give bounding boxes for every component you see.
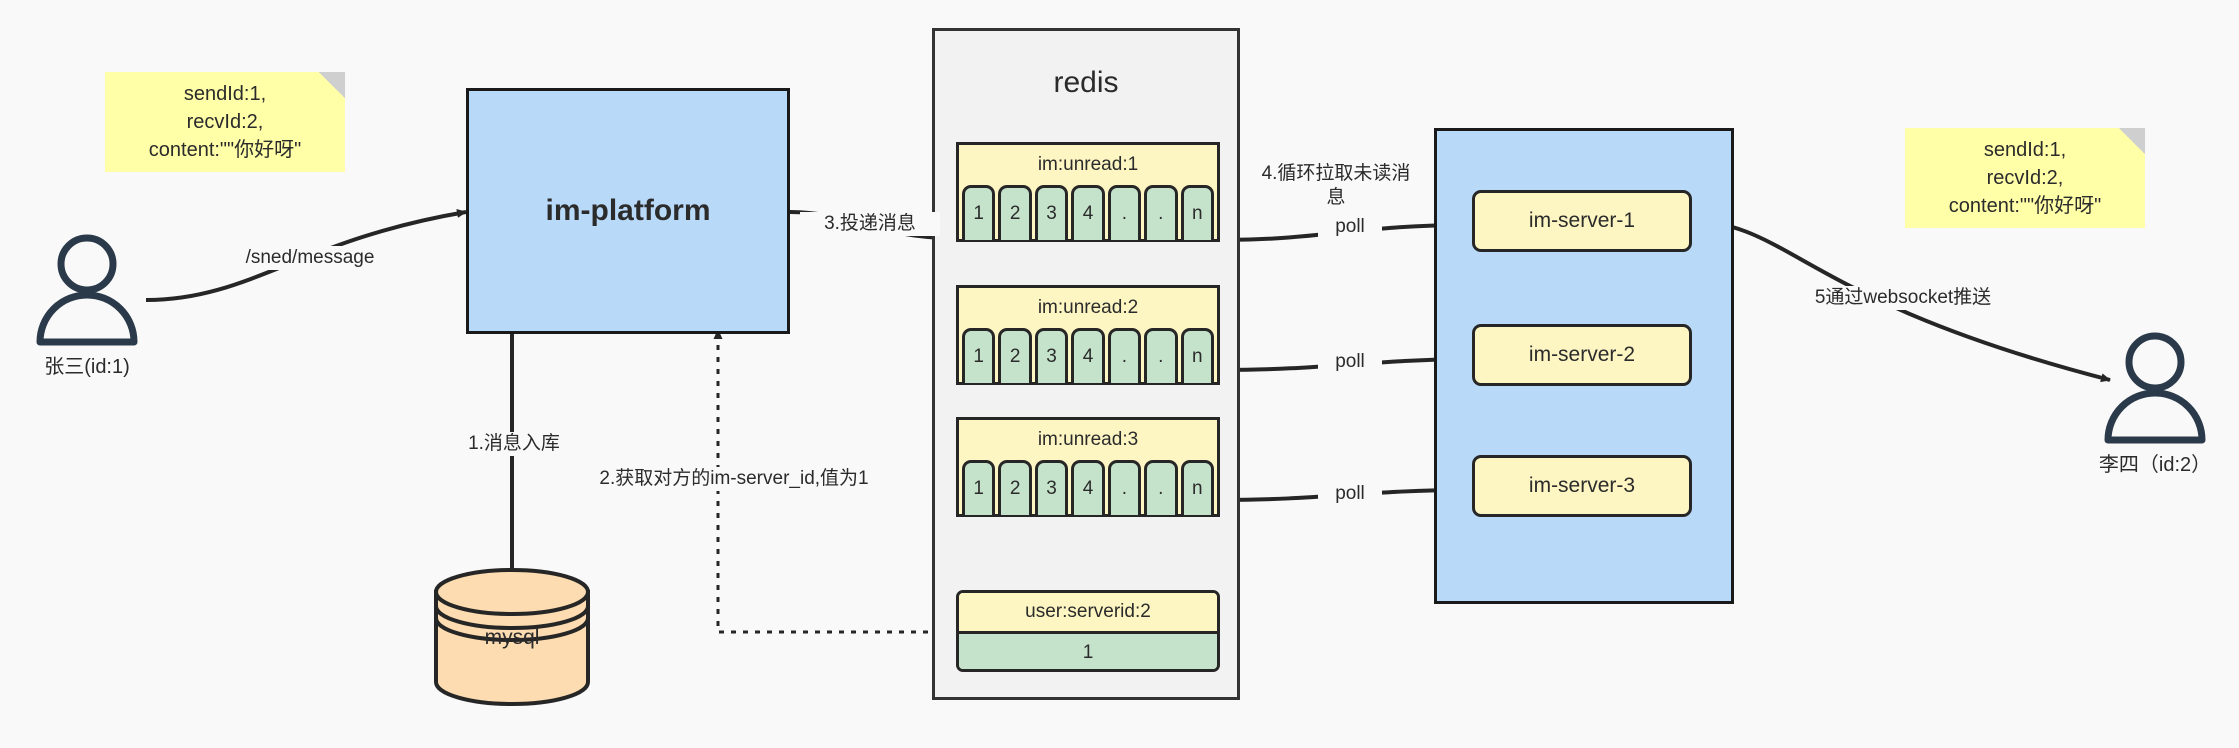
actor-sender: 张三(id:1) [22, 232, 152, 382]
redis-kv-box: user:serverid:2 1 [956, 590, 1220, 672]
note-right: sendId:1, recvId:2, content:""你好呀" [1905, 128, 2145, 228]
edge-label-step2: 2.获取对方的im-server_id,值为1 [572, 467, 896, 491]
queue-cell: . [1107, 460, 1142, 515]
redis-title: redis [1053, 66, 1119, 99]
im-server-3-label: im-server-3 [1528, 474, 1636, 497]
edge-label-poll-2: poll [1318, 350, 1382, 374]
node-im-server-2[interactable]: im-server-2 [1472, 324, 1692, 386]
redis-queue-cells-2: 1 2 3 4 . . n [959, 328, 1217, 386]
redis-key-group-2: im:unread:2 1 2 3 4 . . n [956, 285, 1220, 385]
mysql-label: mysql [484, 626, 540, 649]
queue-cell: n [1180, 328, 1214, 383]
edge-label-step3: 3.投递消息 [800, 212, 940, 236]
queue-cell: . [1107, 328, 1142, 383]
queue-cell: 2 [998, 185, 1032, 240]
im-server-1-label: im-server-1 [1528, 209, 1636, 232]
redis-key-name-2: im:unread:2 [959, 288, 1217, 328]
redis-key-group-1: im:unread:1 1 2 3 4 . . n [956, 142, 1220, 242]
actor-sender-label: 张三(id:1) [44, 356, 130, 378]
redis-key-name-1: im:unread:1 [959, 145, 1217, 185]
actor-receiver: 李四（id:2） [2090, 330, 2220, 480]
queue-cell: 1 [962, 328, 996, 383]
queue-cell: . [1144, 328, 1178, 383]
node-mysql[interactable]: mysql [428, 568, 596, 708]
note-left-text: sendId:1, recvId:2, content:""你好呀" [148, 83, 302, 161]
queue-cell: 1 [962, 185, 996, 240]
redis-kv-value: 1 [959, 631, 1217, 669]
note-left: sendId:1, recvId:2, content:""你好呀" [105, 72, 345, 172]
edge-label-step5: 5通过websocket推送 [1786, 286, 2020, 310]
redis-key-name-3: im:unread:3 [959, 420, 1217, 460]
queue-cell: 2 [998, 460, 1032, 515]
note-right-text: sendId:1, recvId:2, content:""你好呀" [1948, 139, 2102, 217]
queue-cell: 4 [1071, 185, 1105, 240]
queue-cell: 2 [998, 328, 1032, 383]
queue-cell: 4 [1071, 460, 1105, 515]
node-im-server-3[interactable]: im-server-3 [1472, 455, 1692, 517]
queue-cell: n [1180, 460, 1214, 515]
im-server-2-label: im-server-2 [1528, 343, 1636, 366]
actor-receiver-label: 李四（id:2） [2098, 454, 2212, 476]
edge-label-poll-1: poll [1318, 215, 1382, 239]
user-icon [2104, 332, 2206, 444]
queue-cell: 4 [1071, 328, 1105, 383]
queue-cell: . [1107, 185, 1142, 240]
redis-queue-cells-3: 1 2 3 4 . . n [959, 460, 1217, 518]
user-icon [36, 234, 138, 346]
queue-cell: n [1180, 185, 1214, 240]
note-fold-icon [2119, 128, 2145, 154]
node-im-platform[interactable]: im-platform [466, 88, 790, 334]
queue-cell: 3 [1034, 185, 1069, 240]
edge-label-poll-3: poll [1318, 482, 1382, 506]
queue-cell: 1 [962, 460, 996, 515]
redis-queue-cells-1: 1 2 3 4 . . n [959, 185, 1217, 243]
queue-cell: 3 [1034, 460, 1069, 515]
im-platform-label: im-platform [545, 194, 711, 227]
edge-label-step4: 4.循环拉取未读消 息 [1252, 162, 1420, 210]
note-fold-icon [319, 72, 345, 98]
queue-cell: . [1144, 460, 1178, 515]
node-im-server-1[interactable]: im-server-1 [1472, 190, 1692, 252]
redis-kv-key: user:serverid:2 [959, 593, 1217, 631]
queue-cell: 3 [1034, 328, 1069, 383]
redis-key-group-3: im:unread:3 1 2 3 4 . . n [956, 417, 1220, 517]
queue-cell: . [1144, 185, 1178, 240]
edge-label-step1: 1.消息入库 [440, 432, 588, 456]
edge-label-send-message: /sned/message [228, 246, 392, 270]
